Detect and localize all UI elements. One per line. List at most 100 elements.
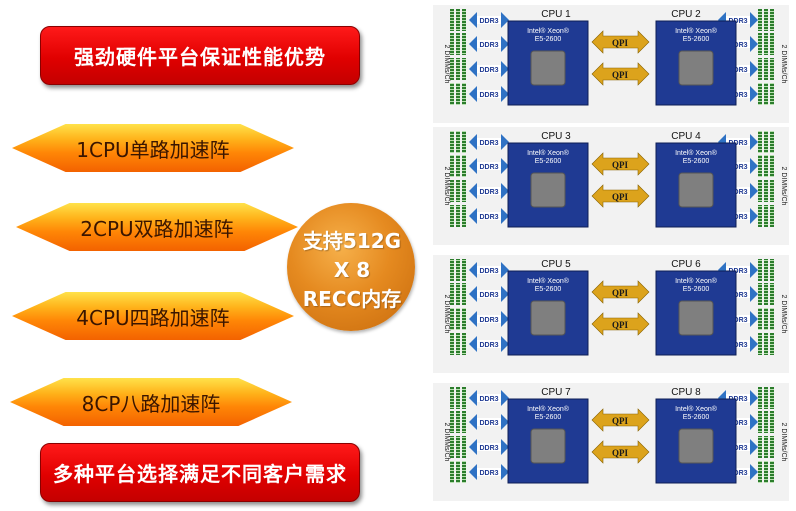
- ddr3-label-bg: [726, 90, 750, 98]
- dimm-stick: [462, 259, 466, 281]
- qpi-arrow: [591, 408, 650, 432]
- ddr3-label-bg: [726, 418, 750, 426]
- side-label-left: 2 DIMMs/Ch: [443, 45, 450, 84]
- cpu-label: CPU 1: [541, 9, 571, 20]
- qpi-label: QPI: [612, 320, 628, 330]
- dimm-stick: [770, 333, 774, 355]
- ddr3-label-bg: [477, 187, 501, 195]
- side-label-right: 2 DIMMs/Ch: [780, 167, 787, 206]
- ddr3-label: DDR3: [479, 396, 498, 403]
- dimm-stick: [462, 33, 466, 55]
- dimm-stick: [450, 180, 454, 202]
- ddr3-label: DDR3: [479, 92, 498, 99]
- ddr3-label-bg: [477, 212, 501, 220]
- chip-model: E5-2600: [683, 414, 710, 421]
- arrow-4cpu: 4CPU四路加速阵: [12, 292, 294, 340]
- dimm-stick: [758, 155, 762, 177]
- ddr3-label: DDR3: [479, 268, 498, 275]
- arrow-2cpu: 2CPU双路加速阵: [16, 203, 298, 251]
- dimm-stick: [450, 308, 454, 330]
- bottom-banner: 多种平台选择满足不同客户需求: [40, 443, 360, 502]
- ddr3-label-bg: [726, 65, 750, 73]
- ddr3-label: DDR3: [728, 445, 747, 452]
- dimm-stick: [770, 259, 774, 281]
- dimm-stick: [462, 411, 466, 433]
- memory-circle-text: 支持512G X 8 RECC内存: [290, 227, 418, 314]
- ddr3-label-bg: [477, 16, 501, 24]
- dimm-stick: [450, 58, 454, 80]
- cpu-label: CPU 6: [671, 259, 701, 270]
- dimm-stick: [770, 131, 774, 153]
- dimm-stick: [764, 461, 768, 483]
- dimm-stick: [770, 308, 774, 330]
- ddr3-label: DDR3: [728, 342, 747, 349]
- memory-line-1: 支持512G: [302, 229, 402, 253]
- dimm-stick: [462, 131, 466, 153]
- qpi-label: QPI: [612, 416, 628, 426]
- dimm-stick: [450, 283, 454, 305]
- chip-model: E5-2600: [535, 158, 562, 165]
- dimm-stick: [770, 83, 774, 105]
- chip-brand: Intel® Xeon®: [527, 149, 570, 157]
- dimm-stick: [758, 131, 762, 153]
- chip-model: E5-2600: [683, 36, 710, 43]
- dimm-stick: [462, 155, 466, 177]
- dimm-stick: [758, 411, 762, 433]
- side-label-right: 2 DIMMs/Ch: [780, 423, 787, 462]
- dimm-stick: [758, 436, 762, 458]
- dimm-stick: [462, 461, 466, 483]
- arrow-1cpu: 1CPU单路加速阵: [12, 124, 294, 172]
- qpi-label: QPI: [612, 70, 628, 80]
- dimm-stick: [462, 180, 466, 202]
- ddr3-label-bg: [477, 315, 501, 323]
- side-label-left: 2 DIMMs/Ch: [443, 295, 450, 334]
- qpi-arrow: [591, 440, 650, 464]
- memory-line-3: RECC内存: [302, 287, 402, 311]
- dimm-stick: [764, 131, 768, 153]
- dimm-stick: [758, 58, 762, 80]
- dimm-stick: [764, 33, 768, 55]
- arrow-8cpu: 8CP八路加速阵: [10, 378, 292, 426]
- qpi-arrow: [591, 280, 650, 304]
- qpi-arrow: [591, 152, 650, 176]
- dimm-stick: [462, 436, 466, 458]
- cpu-label: CPU 8: [671, 387, 701, 398]
- ddr3-label-bg: [726, 394, 750, 402]
- dimm-stick: [456, 131, 460, 153]
- dimm-stick: [456, 83, 460, 105]
- dimm-stick: [770, 58, 774, 80]
- ddr3-label-bg: [726, 162, 750, 170]
- ddr3-label: DDR3: [479, 470, 498, 477]
- ddr3-label-bg: [477, 468, 501, 476]
- dimm-stick: [764, 283, 768, 305]
- dimm-stick: [770, 436, 774, 458]
- dimm-stick: [450, 131, 454, 153]
- ddr3-label-bg: [477, 40, 501, 48]
- cpu-die: [678, 172, 714, 208]
- dimm-stick: [450, 259, 454, 281]
- ddr3-label: DDR3: [479, 292, 498, 299]
- dimm-stick: [456, 308, 460, 330]
- dimm-stick: [462, 283, 466, 305]
- ddr3-label-bg: [726, 315, 750, 323]
- side-label-right: 2 DIMMs/Ch: [780, 45, 787, 84]
- dimm-stick: [770, 33, 774, 55]
- dimm-stick: [462, 308, 466, 330]
- dimm-stick: [764, 333, 768, 355]
- ddr3-label: DDR3: [728, 18, 747, 25]
- memory-circle: [287, 203, 415, 331]
- cpu-label: CPU 2: [671, 9, 701, 20]
- ddr3-label: DDR3: [728, 396, 747, 403]
- chip-brand: Intel® Xeon®: [527, 405, 570, 413]
- chip-model: E5-2600: [683, 286, 710, 293]
- ddr3-label-bg: [477, 394, 501, 402]
- ddr3-label-bg: [477, 418, 501, 426]
- chip-model: E5-2600: [683, 158, 710, 165]
- dimm-stick: [764, 155, 768, 177]
- ddr3-label: DDR3: [728, 189, 747, 196]
- ddr3-label: DDR3: [728, 317, 747, 324]
- side-label-left: 2 DIMMs/Ch: [443, 423, 450, 462]
- dimm-stick: [456, 58, 460, 80]
- dimm-stick: [764, 205, 768, 227]
- ddr3-label: DDR3: [479, 18, 498, 25]
